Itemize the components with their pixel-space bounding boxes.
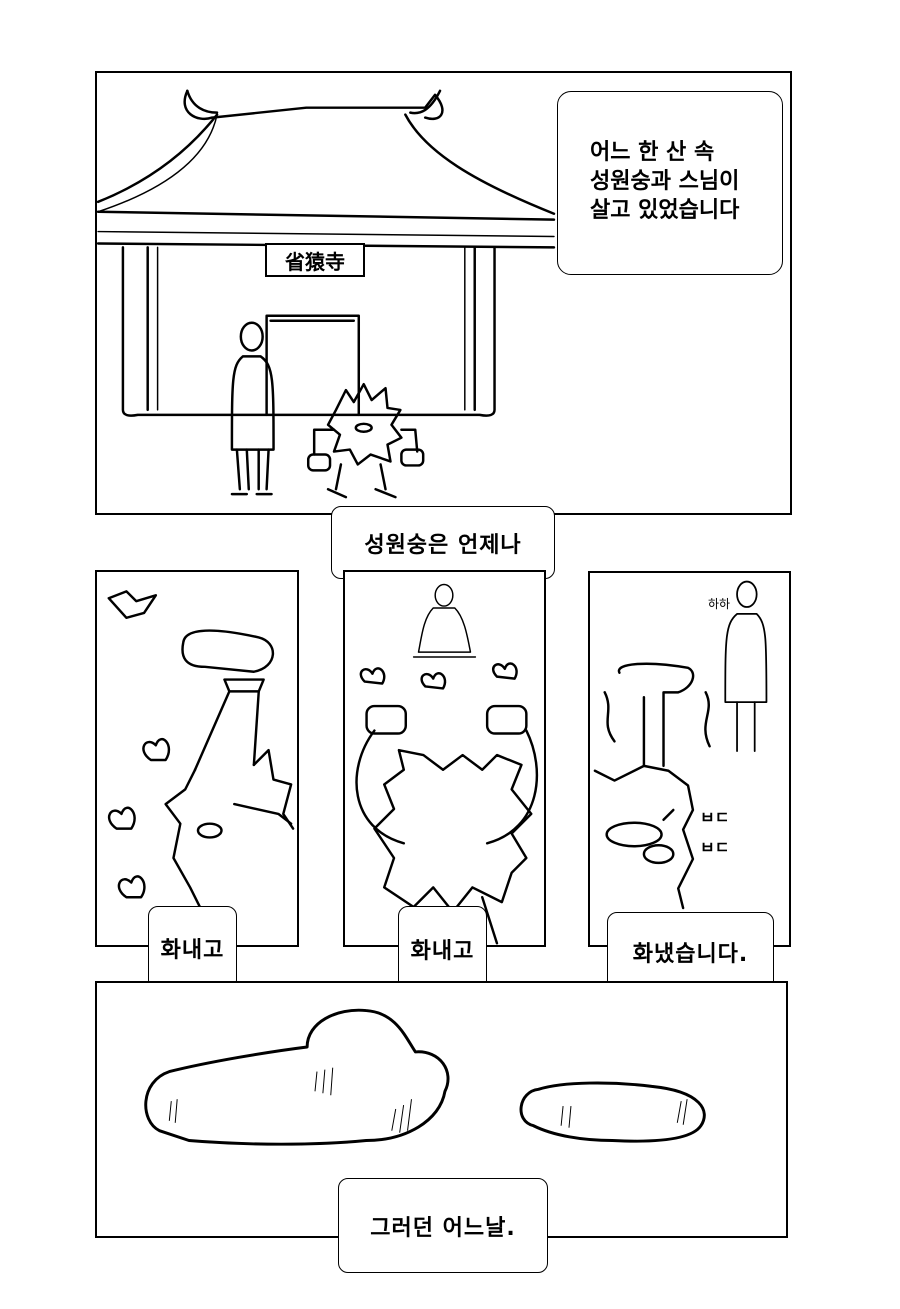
monkey-meditation-illustration [355,583,539,945]
narration-box: 어느 한 산 속 성원숭과 스님이 살고 있었습니다 [557,91,783,275]
monkey-fuming-illustration [593,580,768,910]
clouds-illustration [144,1008,706,1146]
narration-line: 성원숭과 스님이 [590,169,740,194]
monk-laugh-sfx: 하하 [708,597,731,611]
panel-temple: 省猿寺 어느 한 산 속 성원숭과 스님이 살고 있었습니다 [95,71,792,515]
monkey-kick-illustration [107,590,295,909]
monkey-grumble-sfx: ㅂㄷ ㅂㄷ [700,808,730,857]
temple-illustration [97,89,556,499]
narration-line: 살고 있었습니다 [590,198,740,223]
caption-angry-left: 화내고 [148,906,237,990]
bridge-caption: 성원숭은 언제나 [331,506,555,579]
narration-line: 어느 한 산 속 [590,140,715,165]
caption-angry-middle: 화내고 [398,906,487,992]
caption-angry-right: 화냈습니다. [607,912,774,992]
temple-sign: 省猿寺 [265,243,365,277]
caption-clouds: 그러던 어느날. [338,1178,548,1273]
panel-angry-left [95,570,299,947]
panel-angry-right: 하하 ㅂㄷ ㅂㄷ [588,571,791,947]
panel-angry-middle [343,570,546,947]
